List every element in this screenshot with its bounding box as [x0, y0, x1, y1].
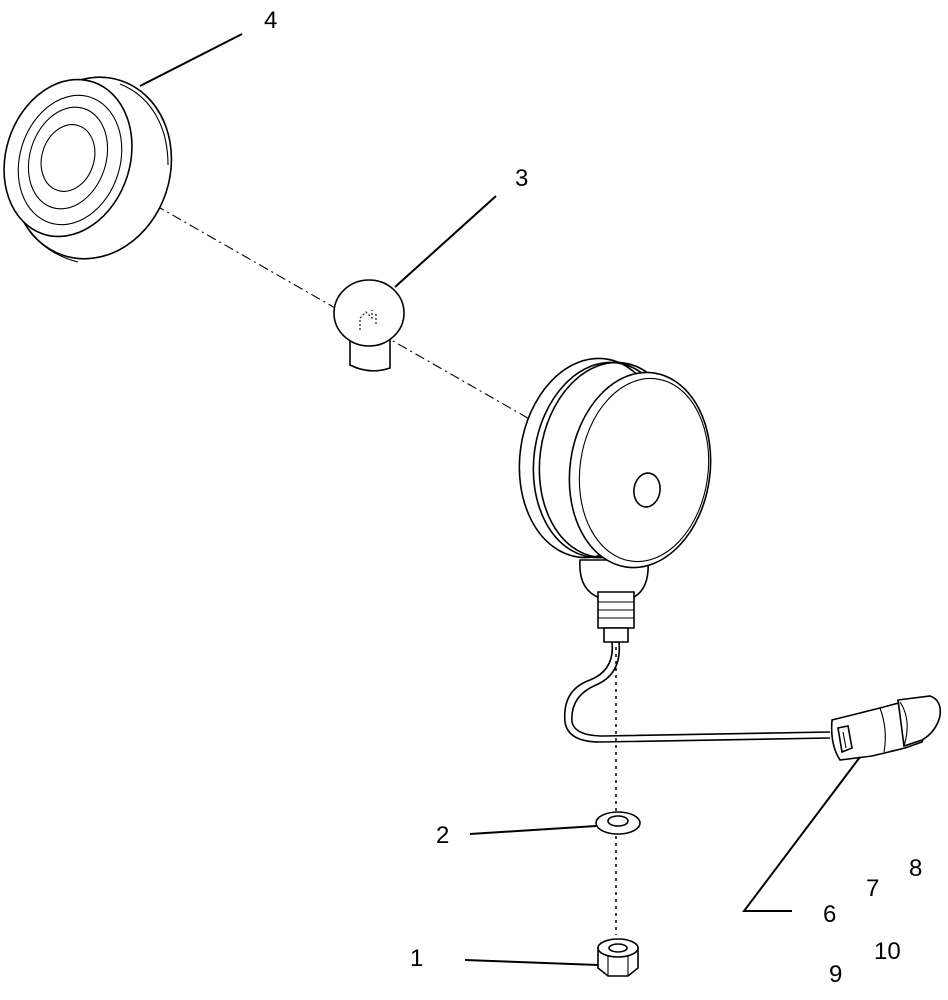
callout-2: 2 [436, 822, 449, 849]
part-nut [597, 938, 639, 977]
leader-line-4 [139, 33, 243, 87]
callout-3: 3 [515, 165, 528, 192]
callout-1: 1 [410, 945, 423, 972]
callout-9: 9 [829, 961, 842, 988]
leader-line-6 [741, 756, 861, 912]
part-bulb [333, 279, 405, 372]
leader-line-1 [464, 959, 599, 966]
part-washer [595, 811, 641, 835]
part-connector [830, 695, 942, 761]
callout-10: 10 [874, 938, 901, 965]
leader-line-2 [469, 825, 597, 835]
part-wire-harness [563, 641, 831, 743]
callout-6: 6 [823, 901, 836, 928]
part-lamp-housing [518, 357, 712, 643]
callout-7: 7 [866, 875, 879, 902]
callout-8: 8 [909, 855, 922, 882]
leader-line-3 [394, 195, 497, 288]
part-lens [3, 76, 173, 263]
callout-4: 4 [264, 7, 277, 34]
